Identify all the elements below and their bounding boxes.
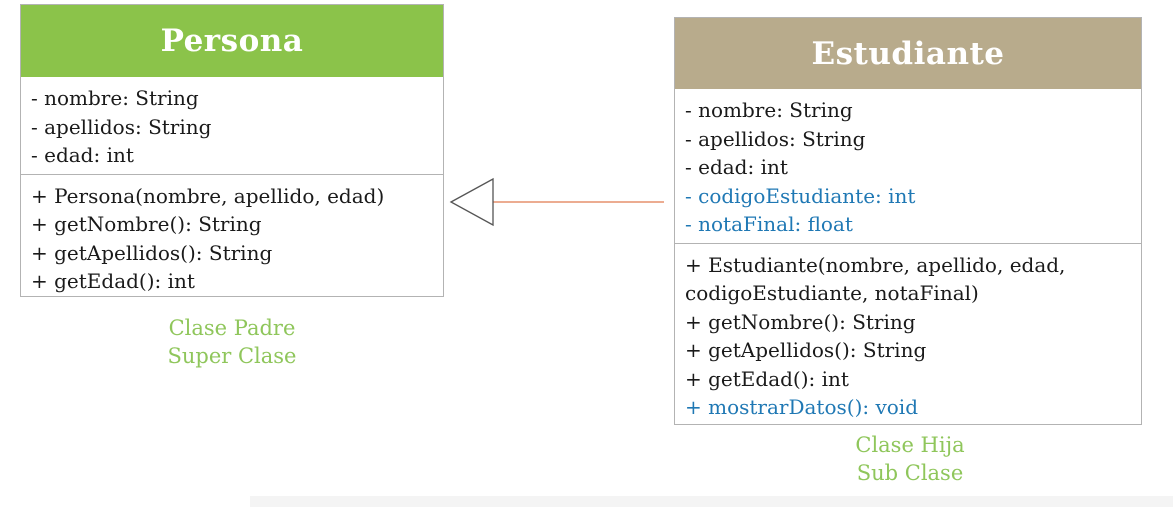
method: + getNombre(): String xyxy=(31,212,262,236)
method: + getEdad(): int xyxy=(31,269,195,293)
method: + getApellidos(): String xyxy=(685,338,927,362)
method: + getEdad(): int xyxy=(685,366,849,391)
attribute: - apellidos: String xyxy=(31,114,212,139)
attributes-section-estudiante: - nombre: String - apellidos: String - e… xyxy=(675,89,1141,243)
class-name-persona: Persona xyxy=(21,5,443,77)
caption-parent-class: Clase Padre Super Clase xyxy=(132,314,332,370)
attribute: - nombre: String xyxy=(31,86,199,110)
attribute: - apellidos: String xyxy=(685,126,866,151)
method: + getApellidos(): String xyxy=(31,240,273,265)
attribute: - nombre: String xyxy=(685,98,853,122)
class-box-persona: Persona - nombre: String - apellidos: St… xyxy=(20,4,444,297)
attributes-section-persona: - nombre: String - apellidos: String - e… xyxy=(21,77,443,174)
attribute: - notaFinal: float xyxy=(685,212,853,236)
bottom-shade xyxy=(250,496,1173,507)
caption-line: Sub Clase xyxy=(856,461,964,485)
methods-section-estudiante: + Estudiante(nombre, apellido, edad, cod… xyxy=(675,242,1141,426)
caption-line: Clase Hija xyxy=(855,433,965,457)
attribute: - edad: int xyxy=(31,143,134,167)
class-box-estudiante: Estudiante - nombre: String - apellidos:… xyxy=(674,17,1142,425)
methods-section-persona: + Persona(nombre, apellido, edad) + getN… xyxy=(21,173,443,300)
attribute: - codigoEstudiante: int xyxy=(685,183,916,208)
method: + Persona(nombre, apellido, edad) xyxy=(31,183,385,208)
method: + Estudiante(nombre, apellido, edad, cod… xyxy=(685,252,1066,306)
class-name-estudiante: Estudiante xyxy=(675,18,1141,89)
caption-line: Clase Padre xyxy=(168,316,296,340)
method: + getNombre(): String xyxy=(685,309,916,334)
caption-line: Super Clase xyxy=(167,344,297,368)
caption-child-class: Clase Hija Sub Clase xyxy=(810,431,1010,487)
inheritance-arrowhead xyxy=(449,177,494,227)
attribute: - edad: int xyxy=(685,155,788,179)
method: + mostrarDatos(): void xyxy=(685,395,919,419)
